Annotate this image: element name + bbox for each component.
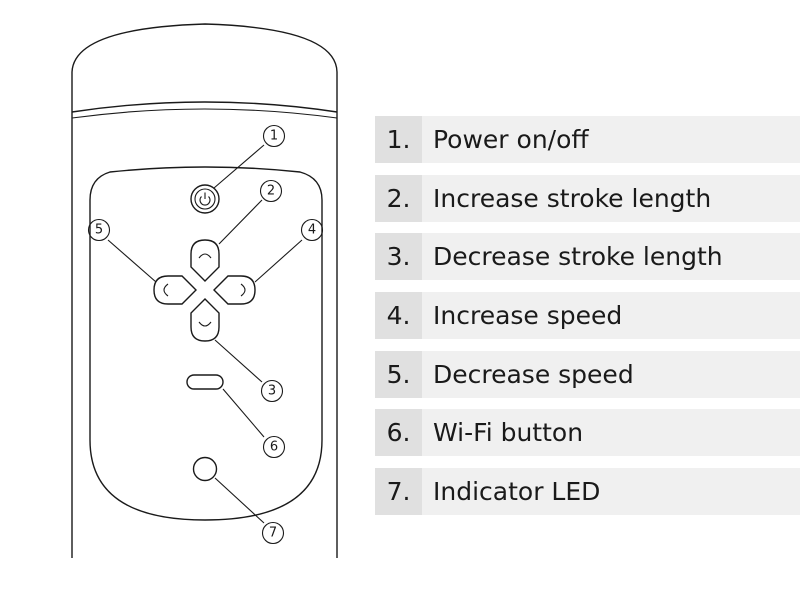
indicator-led: [192, 456, 218, 482]
legend-label: Power on/off: [433, 125, 589, 154]
legend-number-cell: 1.: [375, 116, 422, 163]
legend-number-cell: 7.: [375, 468, 422, 516]
leader-line-2: [218, 199, 263, 245]
svg-text:2: 2: [267, 184, 275, 199]
leader-line-6: [222, 388, 265, 438]
legend-item-decrease-stroke: 3. Decrease stroke length: [375, 233, 800, 281]
power-button: [190, 184, 220, 214]
legend-item-power: 1. Power on/off: [375, 116, 800, 163]
device-diagram: 1 2 3 4 5 6 7: [71, 23, 338, 558]
legend-number: 5.: [386, 359, 411, 389]
legend-number-cell: 6.: [375, 409, 422, 457]
legend-number-cell: 5.: [375, 350, 422, 398]
legend-label: Increase speed: [433, 301, 623, 331]
device-body-outline: [71, 23, 338, 558]
svg-text:6: 6: [270, 440, 278, 455]
legend-item-increase-stroke: 2. Increase stroke length: [375, 174, 800, 222]
legend-item-indicator: 7. Indicator LED: [375, 468, 800, 516]
callout-4: 4: [300, 218, 324, 242]
legend-label: Decrease stroke length: [433, 242, 723, 272]
wifi-button: [186, 374, 224, 390]
legend-item-increase-speed: 4. Increase speed: [375, 292, 800, 340]
dpad-up-button: [190, 239, 220, 282]
legend-number: 3.: [386, 242, 411, 272]
legend-number: 1.: [386, 125, 411, 154]
legend-number-cell: 3.: [375, 233, 422, 281]
svg-text:3: 3: [268, 384, 276, 399]
leader-line-7: [214, 477, 265, 524]
leader-line-3: [214, 339, 263, 383]
dpad-left-button: [153, 275, 197, 305]
control-panel-outline: [89, 166, 323, 521]
legend-number: 6.: [386, 418, 411, 448]
legend-number: 4.: [386, 301, 411, 331]
svg-text:1: 1: [270, 129, 278, 144]
callout-2: 2: [259, 179, 283, 203]
dpad-right-button: [213, 275, 256, 305]
device-cap-edge: [71, 101, 338, 113]
legend-label: Decrease speed: [433, 359, 634, 389]
leader-line-1: [213, 144, 265, 189]
callout-5: 5: [87, 218, 111, 242]
device-cap-edge-inner: [71, 108, 338, 119]
svg-text:4: 4: [308, 223, 316, 238]
svg-text:7: 7: [269, 526, 277, 541]
legend-number: 7.: [386, 477, 411, 507]
legend-item-wifi: 6. Wi-Fi button: [375, 409, 800, 457]
svg-text:5: 5: [95, 223, 103, 238]
callout-6: 6: [262, 435, 286, 459]
legend-number-cell: 2.: [375, 174, 422, 222]
dpad-down-button: [190, 298, 220, 342]
leader-line-5: [107, 239, 157, 283]
legend-item-decrease-speed: 5. Decrease speed: [375, 350, 800, 398]
leader-line-4: [254, 239, 303, 283]
callout-3: 3: [260, 379, 284, 403]
callout-7: 7: [261, 521, 285, 545]
legend-label: Wi-Fi button: [433, 418, 584, 448]
legend-number: 2.: [386, 183, 411, 213]
direction-pad: [153, 239, 256, 342]
legend-label: Indicator LED: [433, 477, 601, 507]
legend-list: 1. Power on/off 2. Increase stroke lengt…: [375, 116, 800, 527]
callout-1: 1: [262, 124, 286, 148]
legend-number-cell: 4.: [375, 292, 422, 340]
power-icon: [199, 192, 211, 206]
legend-label: Increase stroke length: [433, 183, 712, 213]
